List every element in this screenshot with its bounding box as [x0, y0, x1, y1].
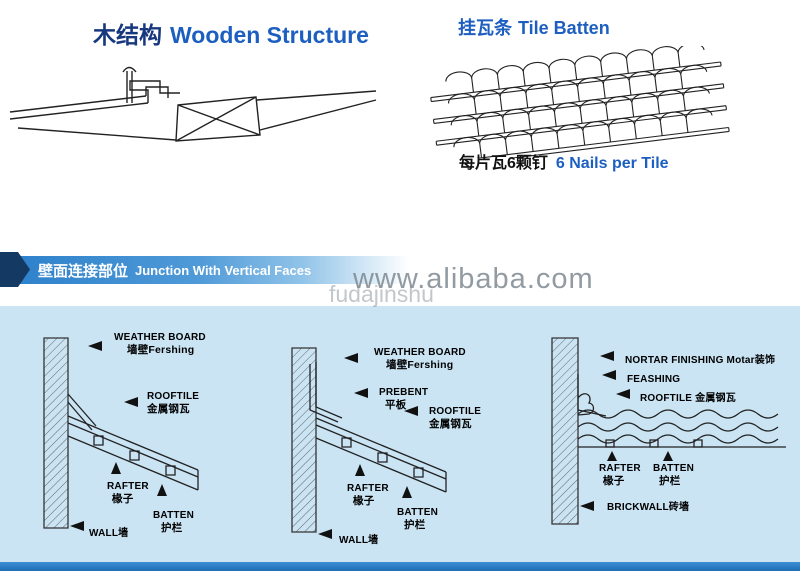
label-brickwall: BRICKWALL砖墙	[607, 502, 690, 513]
tile-roof-drawing	[425, 46, 760, 158]
arrow-up-icon	[607, 451, 617, 461]
diagram1-roof	[68, 394, 198, 490]
banner-title-en: Junction With Vertical Faces	[135, 262, 312, 278]
label-weather-board: WEATHER BOARD	[374, 347, 466, 358]
arrow-left-icon	[70, 521, 84, 531]
diagram3-arrows	[580, 351, 673, 511]
bottom-accent-bar	[0, 562, 800, 571]
label-batten: BATTEN	[653, 463, 695, 474]
arrow-left-icon	[354, 388, 368, 398]
watermark-domain: www.alibaba.com	[353, 263, 594, 295]
banner-title-zh: 壁面连接部位	[38, 262, 129, 280]
label-wall: WALL墙	[339, 535, 379, 546]
diagram2-roof	[310, 362, 446, 492]
diagram3-wall	[552, 338, 578, 524]
nails-caption-zh: 每片瓦6颗钉	[459, 155, 548, 172]
label-prebent: PREBENT	[379, 387, 429, 398]
nails-caption-en: 6 Nails per Tile	[555, 155, 669, 172]
label-mortar-finishing: NORTAR FINISHING Motar装饰	[625, 355, 776, 366]
label-batten-zh: 护栏	[404, 519, 426, 531]
tile-batten-title-zh: 挂瓦条	[458, 18, 512, 38]
arrow-left-icon	[404, 406, 418, 416]
label-batten-zh: 护栏	[659, 475, 681, 487]
arrow-left-icon	[344, 353, 358, 363]
label-rooftile-zh: 金属钢瓦	[429, 418, 472, 430]
label-rafter-zh: 椽子	[603, 475, 625, 487]
diagram1-arrows	[70, 341, 167, 531]
wooden-structure-title-zh: 木结构	[93, 22, 162, 48]
pin-fastener	[123, 68, 136, 104]
watermark-brand: fudajinshu	[329, 281, 434, 307]
arrow-up-icon	[663, 451, 673, 461]
label-prebent-zh: 平板	[385, 399, 407, 411]
label-rafter: RAFTER	[107, 481, 149, 492]
tile-batten-title-en: Tile Batten	[518, 18, 610, 38]
label-weather-board: WEATHER BOARD	[114, 332, 206, 343]
arrow-up-icon	[111, 462, 121, 474]
junction-diagrams-drawing	[0, 310, 800, 539]
wood-joint-lines	[10, 81, 376, 140]
label-rooftile: ROOFTILE 金属钢瓦	[640, 393, 736, 404]
arrow-left-icon	[600, 351, 614, 361]
arrow-left-icon	[124, 397, 138, 407]
arrow-left-icon	[88, 341, 102, 351]
label-rafter-zh: 椽子	[353, 495, 375, 507]
arrow-up-icon	[157, 484, 167, 496]
label-batten: BATTEN	[397, 507, 439, 518]
wooden-structure-title-en: Wooden Structure	[170, 22, 369, 48]
label-rooftile: ROOFTILE	[429, 406, 482, 417]
arrow-left-icon	[602, 370, 616, 380]
diagram2-arrows	[318, 353, 418, 539]
label-rafter-zh: 椽子	[112, 493, 134, 505]
nails-caption: 每片瓦6颗钉 6 Nails per Tile	[459, 149, 669, 173]
label-rooftile: ROOFTILE	[147, 391, 200, 402]
label-rafter: RAFTER	[347, 483, 389, 494]
arrow-up-icon	[355, 464, 365, 476]
cross-braced-beam	[176, 97, 260, 141]
wooden-structure-title: 木结构 Wooden Structure	[93, 16, 369, 50]
section-banner: 壁面连接部位 Junction With Vertical Faces	[0, 256, 440, 284]
arrow-left-icon	[616, 389, 630, 399]
label-rooftile-zh: 金属钢瓦	[147, 403, 190, 415]
junction-panel-background	[0, 306, 800, 562]
label-batten: BATTEN	[153, 510, 195, 521]
tile-batten-title: 挂瓦条 Tile Batten	[458, 14, 610, 40]
diagram2-wall	[292, 348, 316, 532]
arrow-left-icon	[318, 529, 332, 539]
arrow-up-icon	[402, 486, 412, 498]
arrow-left-icon	[580, 501, 594, 511]
label-wall: WALL墙	[89, 528, 129, 539]
diagram3-roof	[578, 374, 786, 447]
label-batten-zh: 护栏	[161, 522, 183, 534]
diagram1-wall	[44, 338, 68, 528]
label-weather-board-zh: 墙壁Fershing	[127, 344, 195, 356]
wooden-structure-drawing	[8, 60, 380, 166]
label-flashing: FEASHING	[627, 374, 681, 385]
tile-rows	[428, 46, 729, 158]
label-rafter: RAFTER	[599, 463, 641, 474]
label-weather-board-zh: 墙壁Fershing	[386, 359, 454, 371]
